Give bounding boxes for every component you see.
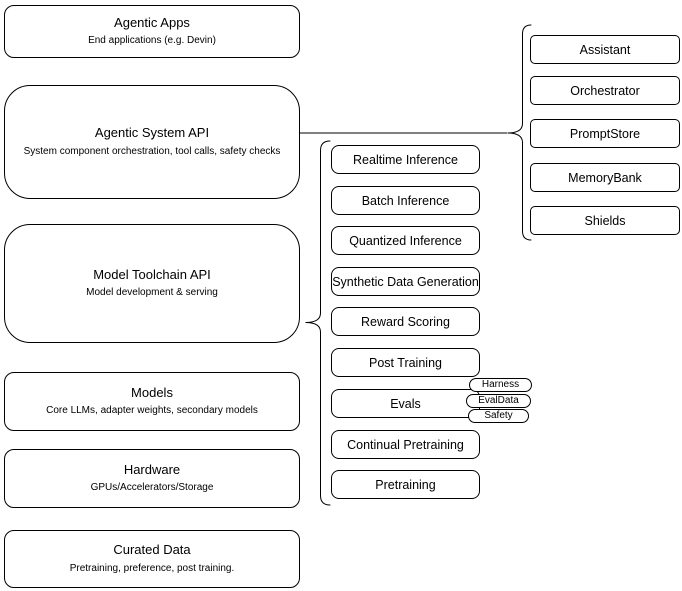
node-title: Model Toolchain API (93, 266, 211, 282)
node-label: MemoryBank (568, 170, 642, 185)
node-label: Shields (584, 213, 626, 228)
node-subtitle: GPUs/Accelerators/Storage (90, 482, 214, 494)
node-reward-scoring: Reward Scoring (331, 307, 480, 336)
node-agentic-apps: Agentic Apps End applications (e.g. Devi… (4, 5, 300, 58)
tag-label: Harness (481, 379, 520, 390)
node-continual-pretraining: Continual Pretraining (331, 430, 480, 459)
node-label: Post Training (369, 355, 442, 370)
node-label: Pretraining (375, 477, 436, 492)
node-label: Realtime Inference (353, 152, 458, 167)
node-subtitle: Pretraining, preference, post training. (69, 562, 235, 574)
node-label: Synthetic Data Generation (332, 274, 479, 289)
node-promptstore: PromptStore (530, 119, 680, 148)
node-label: Assistant (579, 42, 631, 57)
node-label: Batch Inference (361, 193, 450, 208)
node-shields: Shields (530, 206, 680, 235)
node-label: Quantized Inference (349, 233, 462, 248)
node-title: Agentic System API (94, 125, 210, 141)
node-orchestrator: Orchestrator (530, 76, 680, 105)
node-subtitle: Core LLMs, adapter weights, secondary mo… (46, 405, 258, 417)
tag-evaldata: EvalData (466, 394, 531, 408)
node-title: Models (131, 384, 173, 400)
tag-harness: Harness (469, 378, 532, 392)
node-label: Orchestrator (570, 83, 640, 98)
tag-label: Safety (484, 410, 513, 421)
node-label: Evals (390, 396, 421, 411)
node-label: Reward Scoring (361, 314, 450, 329)
node-model-toolchain-api: Model Toolchain API Model development & … (4, 224, 300, 343)
node-subtitle: End applications (e.g. Devin) (88, 35, 216, 47)
tag-safety: Safety (468, 409, 529, 423)
node-agentic-system-api: Agentic System API System component orch… (4, 85, 300, 199)
node-batch-inference: Batch Inference (331, 186, 480, 215)
node-realtime-inference: Realtime Inference (331, 145, 480, 174)
node-synthetic-data-generation: Synthetic Data Generation (331, 267, 480, 296)
tag-label: EvalData (478, 395, 519, 406)
node-title: Curated Data (113, 542, 191, 558)
node-label: Continual Pretraining (347, 437, 464, 452)
toolchain-group-brace (305, 140, 331, 506)
node-subtitle: System component orchestration, tool cal… (23, 145, 281, 157)
node-label: PromptStore (569, 126, 641, 141)
node-evals: Evals (331, 389, 480, 418)
node-hardware: Hardware GPUs/Accelerators/Storage (4, 449, 300, 508)
node-subtitle: Model development & serving (86, 287, 218, 299)
node-curated-data: Curated Data Pretraining, preference, po… (4, 530, 300, 588)
node-assistant: Assistant (530, 35, 680, 64)
node-models: Models Core LLMs, adapter weights, secon… (4, 372, 300, 431)
node-pretraining: Pretraining (331, 470, 480, 499)
node-memorybank: MemoryBank (530, 163, 680, 192)
components-group-brace (507, 24, 532, 241)
node-title: Agentic Apps (114, 14, 190, 30)
node-title: Hardware (123, 461, 181, 477)
node-post-training: Post Training (331, 348, 480, 377)
node-quantized-inference: Quantized Inference (331, 226, 480, 255)
